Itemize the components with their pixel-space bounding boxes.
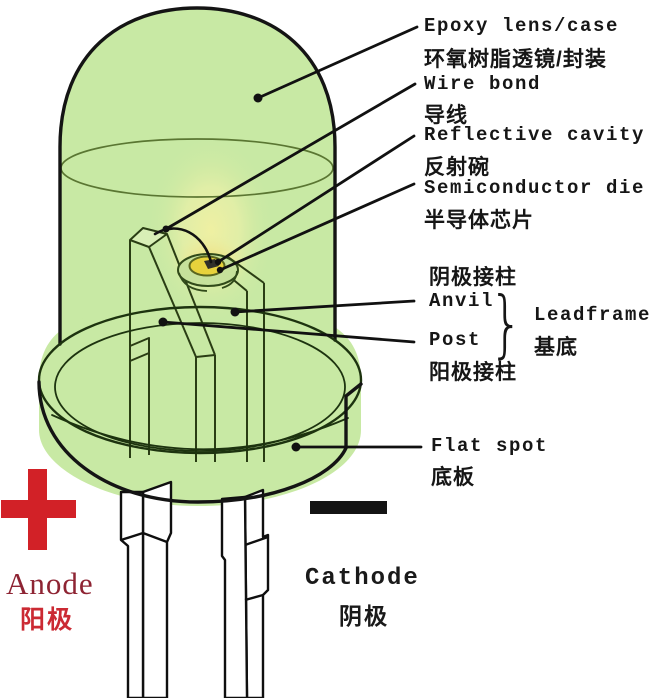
label-leadframe-en: Leadframe: [534, 304, 650, 326]
leader-lines: [158, 25, 423, 452]
label-cathode-zh: 阴极: [339, 603, 389, 629]
label-flat-spot-en: Flat spot: [431, 435, 549, 457]
anode-leg: [119, 480, 173, 698]
wire-bond-arc: [153, 227, 213, 264]
leader-post: [161, 320, 416, 344]
anode-plus-symbol: [0, 469, 77, 550]
leader-epoxy-lens: [256, 25, 419, 100]
flat-spot-edge: [37, 380, 363, 504]
leadframe-structure: [60, 138, 334, 462]
flange-rim-inner: [54, 322, 346, 452]
label-wire-bond-zh: 导线: [424, 104, 468, 127]
leader-wire-bond: [164, 82, 417, 231]
label-cathode-en: Cathode: [305, 565, 420, 592]
leadframe-brace: }: [489, 281, 524, 367]
flange-rim-outer: [37, 305, 363, 455]
label-reflective-cavity-en: Reflective cavity: [424, 124, 646, 146]
led-legs: [119, 480, 270, 698]
reflective-cup-assembly: [153, 227, 239, 292]
flange-outline: [37, 380, 363, 504]
label-anvil-zh: 阴极接柱: [429, 266, 517, 289]
label-reflective-cavity-zh: 反射碗: [424, 156, 490, 179]
label-wire-bond-en: Wire bond: [424, 73, 542, 95]
label-anode-zh: 阳极: [20, 606, 75, 634]
label-semiconductor-die-en: Semiconductor die: [424, 177, 646, 199]
label-epoxy-lens-zh: 环氧树脂透镜/封装: [424, 48, 607, 71]
epoxy-dome-outline: [58, 6, 337, 346]
label-post-zh: 阳极接柱: [429, 361, 517, 384]
label-flat-spot-zh: 底板: [431, 466, 475, 489]
label-anvil-en: Anvil: [429, 290, 495, 312]
label-anode-en: Anode: [6, 566, 94, 601]
cathode-leg: [220, 488, 270, 698]
label-epoxy-lens-en: Epoxy lens/case: [424, 15, 620, 37]
body-outlines: [37, 6, 363, 455]
label-semiconductor-die-zh: 半导体芯片: [424, 209, 534, 232]
leader-anvil: [233, 299, 416, 314]
label-post-en: Post: [429, 329, 482, 351]
leader-semiconductor-die: [218, 182, 416, 272]
label-leadframe-zh: 基底: [534, 336, 578, 359]
leader-reflective-cavity: [216, 134, 416, 264]
cathode-minus-symbol: [310, 501, 387, 514]
